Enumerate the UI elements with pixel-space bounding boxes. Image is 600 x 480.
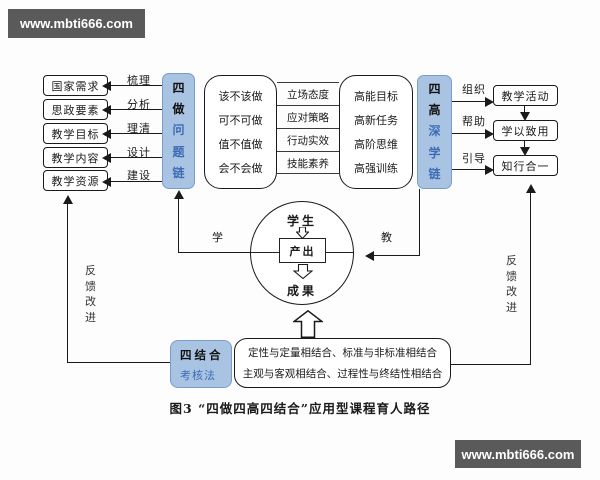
arrow-line (451, 364, 531, 365)
assessment-principles-box: 定性与定量相结合、标准与非标准相结合 主观与客观相结合、过程性与终结性相结合 (234, 338, 451, 388)
label-design: 设计 (127, 146, 151, 159)
arrow-up-icon (526, 184, 536, 193)
chain-label-rest: 问题链 (172, 123, 185, 181)
ladder-line (277, 151, 339, 152)
feedback-left-label: 反馈改进 (85, 264, 96, 324)
arrow-line (110, 85, 163, 86)
ladder-line (277, 82, 339, 83)
arrow-line (452, 133, 486, 134)
student-label: 学生 (286, 214, 317, 228)
arrow-line (110, 109, 163, 110)
output-label: 产出 (289, 244, 316, 258)
arrow-down-icon (520, 112, 530, 121)
watermark-top: www.mbti666.com (8, 9, 145, 38)
ladder-item: 行动实效 (287, 135, 329, 147)
arrow-line (110, 157, 163, 158)
watermark-bottom: www.mbti666.com (455, 440, 581, 468)
arrow-right-icon (485, 129, 494, 139)
hollow-arrow-down-icon (293, 264, 313, 279)
high-item: 高强训练 (354, 162, 398, 175)
teach-label: 教 (381, 231, 393, 244)
student-output-circle: 学生 产出 成果 (250, 201, 354, 305)
hollow-arrow-up-big-icon (293, 310, 323, 338)
arrow-left-icon (102, 105, 111, 115)
four-combination-assessment-box: 四结合 考核法 (170, 340, 232, 388)
box-apply-learning: 学以致用 (493, 120, 558, 141)
box-teaching-resources: 教学资源 (43, 170, 108, 191)
hollow-arrow-down-small-icon (296, 227, 309, 239)
high-item: 高能目标 (354, 90, 398, 103)
ladder-item: 技能素养 (287, 158, 329, 170)
ladder-item: 立场态度 (287, 89, 329, 101)
box-teaching-goals: 教学目标 (43, 123, 108, 144)
learn-label: 学 (212, 231, 224, 244)
arrow-line (530, 192, 531, 365)
arrow-up-icon (63, 195, 73, 204)
arrow-line (419, 189, 420, 256)
arrow-line (524, 141, 525, 148)
arrow-right-icon (485, 165, 494, 175)
arrow-line (178, 198, 179, 253)
arrow-left-icon (102, 81, 111, 91)
feedback-right-label: 反馈改进 (506, 254, 517, 314)
arrow-line (67, 362, 170, 363)
arrow-line (110, 133, 163, 134)
question-item: 会不会做 (218, 162, 263, 175)
arrow-down-icon (520, 147, 530, 156)
box-national-needs: 国家需求 (43, 75, 108, 96)
ladder-line (277, 105, 339, 106)
label-help: 帮助 (462, 115, 486, 128)
arrow-right-icon (485, 97, 494, 107)
arrow-line (452, 169, 486, 170)
arrow-line (524, 106, 525, 113)
label-analyze: 分析 (127, 98, 151, 111)
arrow-line (67, 203, 68, 363)
question-item: 该不该做 (218, 90, 263, 103)
figure-caption: 图3 “四做四高四结合”应用型课程育人路径 (169, 401, 431, 416)
assessment-name-bold: 四结合 (180, 348, 224, 362)
box-teaching-content: 教学内容 (43, 147, 108, 168)
assessment-line: 主观与客观相结合、过程性与终结性相结合 (242, 368, 443, 380)
ladder-line (277, 128, 339, 129)
four-high-deep-learning-chain: 四高深学链 (417, 75, 452, 189)
question-item: 可不可做 (218, 114, 263, 127)
arrow-left-icon (102, 153, 111, 163)
arrow-line (373, 255, 420, 256)
chain-label-bold: 四高 (428, 81, 441, 117)
label-organize: 组织 (462, 83, 486, 96)
arrow-left-icon (102, 177, 111, 187)
label-sort: 梳理 (127, 74, 151, 87)
box-ideology-elements: 思政要素 (43, 99, 108, 120)
high-list-box: 高能目标 高新任务 高阶思维 高强训练 (339, 75, 413, 189)
result-label: 成果 (286, 284, 317, 298)
box-teaching-activities: 教学活动 (493, 85, 558, 106)
label-clarify: 理清 (127, 122, 151, 135)
four-do-problem-chain: 四做问题链 (162, 73, 195, 189)
question-item: 值不值做 (218, 138, 263, 151)
box-knowledge-action: 知行合一 (493, 155, 558, 176)
arrow-up-icon (174, 190, 184, 199)
high-item: 高新任务 (354, 114, 398, 127)
output-box: 产出 (279, 238, 326, 263)
chain-label-bold: 四做 (172, 80, 185, 116)
ladder-item: 应对策略 (287, 112, 329, 124)
label-guide: 引导 (462, 152, 486, 165)
arrow-left-icon (365, 251, 374, 261)
question-list-box: 该不该做 可不可做 值不值做 会不会做 (204, 75, 277, 189)
arrow-left-icon (102, 129, 111, 139)
arrow-line (452, 101, 486, 102)
label-build: 建设 (127, 169, 151, 182)
high-item: 高阶思维 (354, 138, 398, 151)
chain-label-rest: 深学链 (428, 124, 441, 182)
ladder-line (277, 173, 339, 174)
assessment-line: 定性与定量相结合、标准与非标准相结合 (248, 347, 437, 359)
arrow-line (178, 252, 250, 253)
assessment-name-rest: 考核法 (180, 369, 216, 382)
arrow-line (110, 181, 163, 182)
